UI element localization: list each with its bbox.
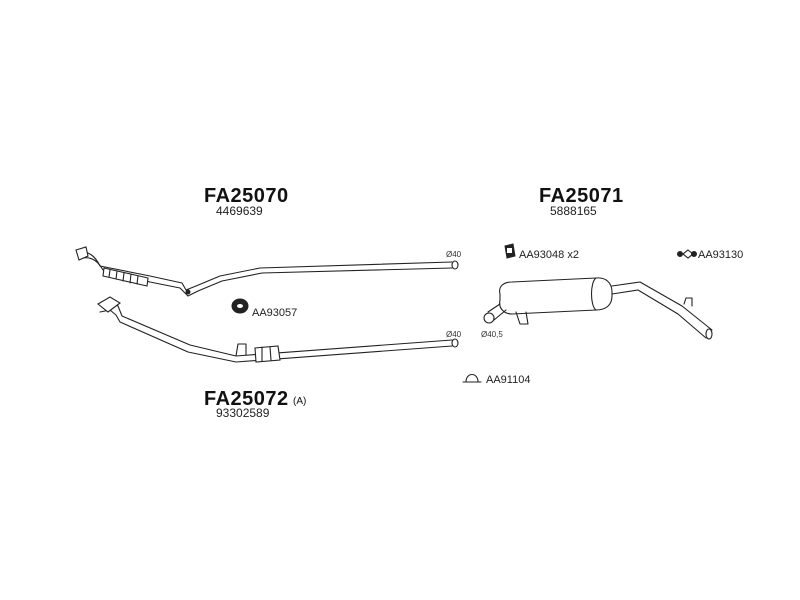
part-label-clamp: AA91104 — [486, 374, 531, 386]
assembly-suffix-fa25072: (A) — [293, 396, 307, 407]
dimension-muffler-inlet: Ø40,5 — [481, 330, 503, 339]
assembly-ref-fa25071: 5888165 — [550, 204, 597, 218]
part-label-hanger-bracket: AA93048 x2 — [519, 249, 579, 261]
clamp-icon — [462, 373, 482, 383]
front-pipe-fa25072 — [97, 296, 459, 363]
front-pipe-fa25070 — [75, 246, 459, 297]
assembly-ref-fa25072: 93302589 — [216, 406, 270, 420]
assembly-ref-fa25070: 4469639 — [216, 204, 263, 218]
dimension-pipe-bottom: Ø40 — [446, 330, 462, 339]
assembly-code-fa25070: FA25070 — [204, 185, 289, 207]
rubber-mount-icon — [231, 298, 249, 314]
part-label-rubber-mount: AA93057 — [252, 307, 298, 319]
hanger-rubber-icon — [677, 249, 697, 259]
hanger-bracket-icon — [504, 243, 516, 259]
part-label-hanger-rubber: AA93130 — [698, 249, 744, 261]
assembly-code-fa25072: FA25072 — [204, 388, 289, 410]
dimension-pipe-top: Ø40 — [446, 250, 462, 259]
rear-silencer-fa25071 — [483, 277, 713, 340]
assembly-code-fa25071: FA25071 — [539, 185, 624, 207]
